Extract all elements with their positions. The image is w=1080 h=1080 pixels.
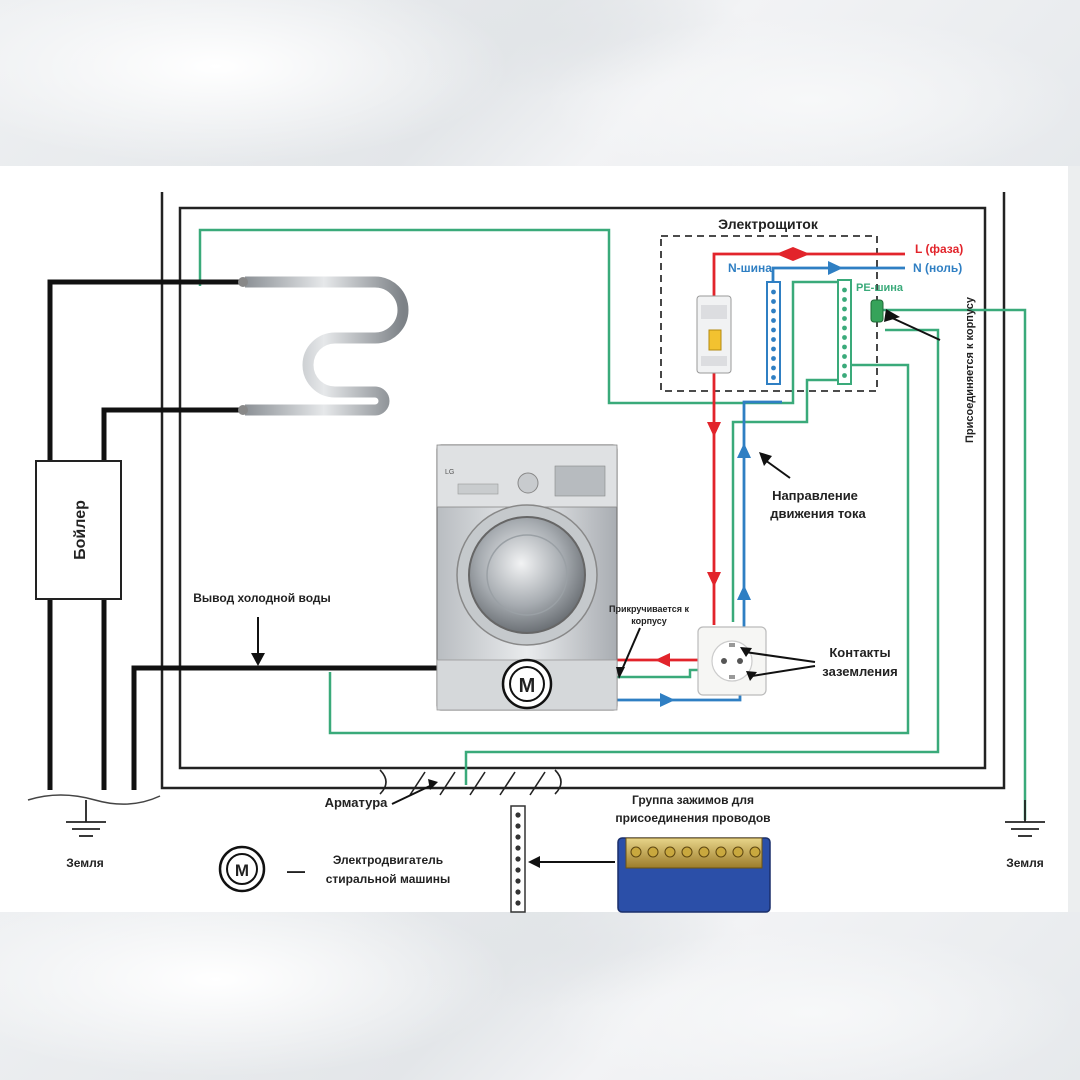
terminal-hole (842, 297, 847, 302)
ground-contacts-label-1: Контакты (829, 645, 890, 660)
terminal-hole (515, 856, 521, 862)
terminal-hole (515, 834, 521, 840)
earth-label-right: Земля (1006, 856, 1044, 870)
attaches-body-label: Присоединяется к корпусу (964, 296, 976, 443)
circuit-breaker-icon (696, 295, 732, 374)
marble-background-bottom (0, 912, 1080, 1080)
screwed-label-2: корпусу (631, 616, 667, 626)
terminal-hole (771, 327, 776, 333)
terminal-hole (842, 344, 847, 350)
neutral-arrows (660, 261, 843, 707)
rebar-label: Арматура (325, 795, 389, 810)
terminal-screw (749, 846, 761, 858)
terminal-hole (515, 889, 521, 895)
pe-wires (198, 228, 1027, 820)
terminal-strip-holes (515, 812, 521, 906)
ground-icon (1005, 800, 1045, 837)
towel-rail-icon (238, 276, 409, 416)
terminal-screw (698, 846, 710, 858)
motor-legend-label-2: стиральной машины (326, 872, 451, 886)
callout-arrowheads (251, 309, 900, 868)
terminal-hole (842, 363, 847, 369)
washing-machine-icon: LG (436, 444, 618, 711)
earth-label-left: Земля (66, 856, 104, 870)
n-bus-label: N-шина (728, 261, 772, 275)
room-outline (160, 192, 1006, 790)
pe-connector-icon (870, 299, 884, 323)
terminal-hole (771, 289, 776, 295)
terminal-group-label-2: присоединения проводов (615, 811, 770, 825)
terminal-screw (715, 846, 727, 858)
boiler-label: Бойлер (72, 500, 89, 560)
terminal-hole (515, 878, 521, 884)
n-bus-terminals (771, 289, 776, 380)
terminal-hole (842, 335, 847, 340)
neutral-label: N (ноль) (913, 261, 962, 275)
terminal-screw (647, 846, 659, 858)
terminal-hole (842, 373, 847, 378)
n-bus-icon (766, 281, 781, 385)
terminal-block-screws (630, 846, 761, 858)
terminal-hole (771, 299, 776, 304)
terminal-hole (842, 354, 847, 359)
motor-letter: М (519, 675, 536, 697)
ground-contacts-label-2: заземления (822, 664, 897, 679)
cold-water-label: Вывод холодной воды (193, 591, 330, 605)
motor-icon: М (501, 658, 553, 710)
marble-background-top (0, 0, 1080, 166)
legend-motor-icon: М (218, 845, 266, 893)
legend-motor-letter: М (235, 861, 249, 880)
panel-title: Электрощиток (718, 216, 819, 232)
terminal-hole (842, 306, 847, 312)
terminal-screw (630, 846, 642, 858)
terminal-screw (681, 846, 693, 858)
ground-icon (66, 800, 106, 837)
washer-brand: LG (445, 469, 454, 476)
terminal-hole (771, 375, 776, 380)
phase-arrows (655, 247, 810, 667)
terminal-hole (515, 845, 521, 851)
legend-dash: — (287, 861, 305, 881)
phase-label: L (фаза) (915, 242, 963, 256)
terminal-group-label-1: Группа зажимов для (632, 793, 754, 807)
socket-icon (697, 626, 767, 696)
terminal-hole (771, 318, 776, 323)
terminal-hole (515, 812, 521, 818)
terminal-block-icon (617, 837, 771, 913)
rebar (379, 769, 562, 796)
terminal-screw (664, 846, 676, 858)
terminal-hole (842, 316, 847, 321)
terminal-hole (771, 365, 776, 371)
boiler: Бойлер (27, 279, 440, 805)
pe-bus-icon (837, 279, 852, 385)
terminal-hole (842, 325, 847, 331)
terminal-hole (515, 823, 521, 829)
current-direction-label-1: Направление (772, 488, 858, 503)
terminal-hole (842, 287, 847, 293)
current-direction-label-2: движения тока (770, 506, 866, 521)
terminal-hole (771, 308, 776, 314)
motor-legend-label-1: Электродвигатель (333, 853, 443, 867)
pe-bus-terminals (842, 287, 847, 378)
terminal-hole (515, 900, 521, 906)
terminal-hole (771, 356, 776, 361)
terminal-screw (732, 846, 744, 858)
pe-bus-label: PE-шина (856, 282, 904, 294)
terminal-hole (771, 346, 776, 352)
screwed-label-1: Прикручивается к (609, 604, 689, 614)
terminal-hole (771, 337, 776, 342)
callout-lines (257, 316, 941, 863)
terminal-hole (515, 867, 521, 873)
